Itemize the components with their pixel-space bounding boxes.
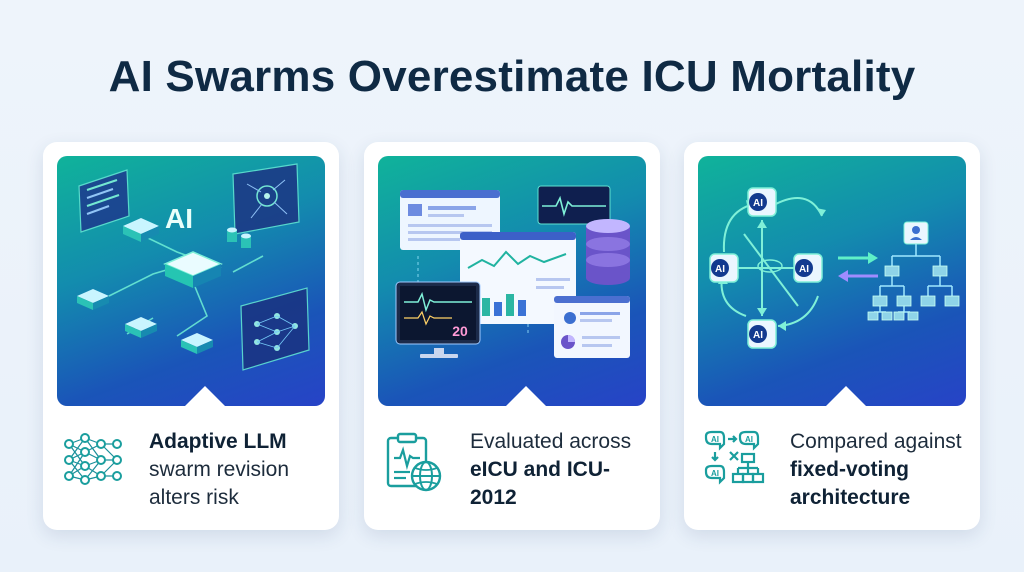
ai-chip-label: AI: [165, 203, 193, 234]
page-title: AI Swarms Overestimate ICU Mortality: [108, 52, 916, 101]
caption-row: AI AI AI Compared against fixed-voting a…: [702, 428, 968, 509]
agent-label-top: AI: [753, 198, 763, 209]
monitor-value: 20: [452, 323, 468, 339]
card-compared-against: AI AI AI AI: [684, 142, 980, 530]
caption-rest: Compared against: [790, 430, 962, 453]
panel-notch: [169, 386, 241, 406]
agents-comparison-icon: AI AI AI: [704, 430, 765, 485]
caption-row: Evaluated across eICU and ICU-2012: [382, 428, 648, 509]
agent-label-left: AI: [715, 264, 725, 275]
icon-label-3: AI: [711, 469, 719, 478]
fixed-hierarchy: [867, 221, 960, 321]
agent-bottom: [747, 319, 777, 349]
icu-monitors-illustration: 20: [378, 156, 646, 406]
compare-arrows: [838, 252, 878, 282]
chip-lower-mid: [181, 333, 213, 354]
card-evaluated-across: 20: [364, 142, 660, 530]
profile-window: [554, 296, 630, 358]
caption-text: Adaptive LLM swarm revision alters risk: [149, 428, 335, 512]
network-screen-right: [232, 163, 300, 235]
caption-rest: Evaluated across: [470, 430, 632, 453]
icon-label-1: AI: [711, 435, 719, 444]
neural-network-icon: [64, 433, 122, 485]
agent-top: [747, 187, 777, 217]
swarm-vs-hierarchy-illustration: AI AI AI AI: [698, 156, 966, 406]
database-stack: [586, 219, 630, 285]
ai-chip-network-illustration: AI: [57, 156, 325, 406]
agent-right: [793, 253, 823, 283]
exchange-center: [757, 259, 783, 273]
agent-left: [709, 253, 739, 283]
card-adaptive-llm: AI Adaptive LLM swarm revision alters ri…: [43, 142, 339, 530]
code-screen-left: [78, 169, 130, 233]
chip-left: [77, 289, 109, 310]
caption-text: Evaluated across eICU and ICU-2012: [470, 428, 656, 512]
panel-notch: [810, 386, 882, 406]
chip-main: [163, 251, 223, 288]
agent-label-right: AI: [799, 264, 809, 275]
chip-small-top: [123, 218, 159, 242]
chart-window: [460, 232, 576, 324]
neural-screen-lower: [240, 287, 310, 371]
caption-row: Adaptive LLM swarm revision alters risk: [61, 428, 327, 509]
caption-bold: eICU and ICU-2012: [470, 458, 611, 509]
caption-bold: Adaptive LLM: [149, 430, 287, 453]
clipboard-globe-icon: [386, 432, 442, 492]
chip-bottom: [125, 317, 157, 338]
caption-text: Compared against fixed-voting architectu…: [790, 428, 976, 512]
caption-bold: fixed-voting architecture: [790, 458, 911, 509]
caption-rest: swarm revision alters risk: [149, 458, 290, 509]
agent-label-bottom: AI: [753, 330, 763, 341]
heartbeat-window: [537, 185, 611, 225]
panel-notch: [490, 386, 562, 406]
icu-monitor: [395, 281, 481, 358]
data-cylinders: [227, 227, 251, 248]
icon-label-2: AI: [745, 435, 753, 444]
